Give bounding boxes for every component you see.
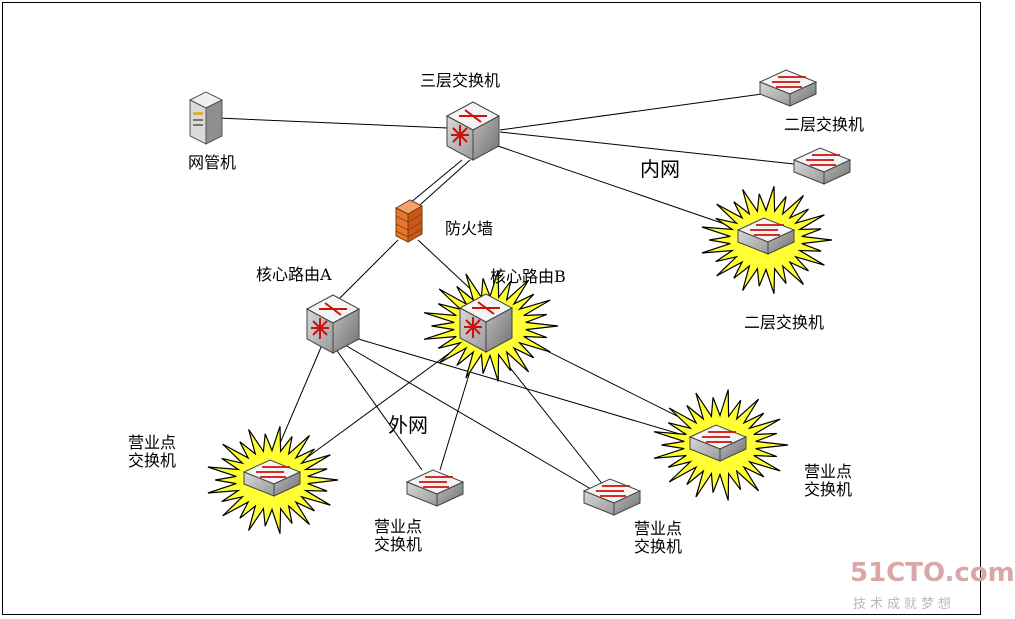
l2-switch-top (759, 69, 817, 107)
label-branch-right-mid-line1: 营业点 (634, 519, 683, 538)
link-l3-fw-a (403, 159, 463, 209)
label-branch-right-mid-line2: 交换机 (634, 537, 683, 557)
firewall-icon (394, 199, 424, 243)
label-branch-right-mid: 营业点 交换机 (634, 519, 683, 557)
label-nms: 网管机 (188, 153, 237, 172)
watermark-brand: 51CTO.com (850, 558, 1015, 588)
label-l2-burst: 二层交换机 (744, 313, 825, 332)
link-l3-l2mid (499, 131, 795, 165)
label-l3-switch: 三层交换机 (420, 71, 501, 90)
network-diagram (2, 2, 981, 615)
label-branch-mid: 营业点 交换机 (374, 517, 423, 555)
label-branch-left-line2: 交换机 (128, 451, 177, 471)
branch-switch-right-mid (583, 478, 641, 516)
label-core-a: 核心路由A (256, 265, 332, 284)
label-l2-top: 二层交换机 (784, 115, 865, 134)
label-core-b: 核心路由B (490, 267, 566, 286)
label-branch-left-line1: 营业点 (128, 433, 177, 452)
label-branch-right-line1: 营业点 (804, 462, 853, 481)
diagram-border (2, 2, 981, 615)
link-corea-branchRM (344, 344, 597, 493)
link-l3-l2top (499, 93, 763, 131)
label-intranet: 内网 (640, 157, 680, 181)
l3-switch (446, 101, 500, 161)
link-l3-fw-b (411, 159, 471, 213)
link-corea-branchM (334, 347, 423, 471)
l2-switch-mid (793, 147, 851, 185)
link-l3-l2burst (494, 144, 743, 231)
server-icon (188, 91, 224, 145)
watermark-slogan: 技术成就梦想 (853, 597, 956, 612)
link-coreb-branchL (289, 337, 471, 471)
label-extranet: 外网 (388, 413, 428, 437)
label-branch-left: 营业点 交换机 (128, 433, 177, 471)
branch-switch-mid (406, 469, 464, 507)
core-router-a (306, 294, 360, 354)
link-fw-coreb (417, 239, 479, 297)
label-branch-mid-line1: 营业点 (374, 517, 423, 536)
link-nms-l3 (217, 117, 449, 129)
label-firewall: 防火墙 (445, 219, 494, 238)
label-branch-right-line2: 交换机 (804, 480, 853, 500)
label-branch-mid-line2: 交换机 (374, 535, 423, 555)
link-fw-corea (331, 239, 399, 307)
label-branch-right: 营业点 交换机 (804, 462, 853, 500)
